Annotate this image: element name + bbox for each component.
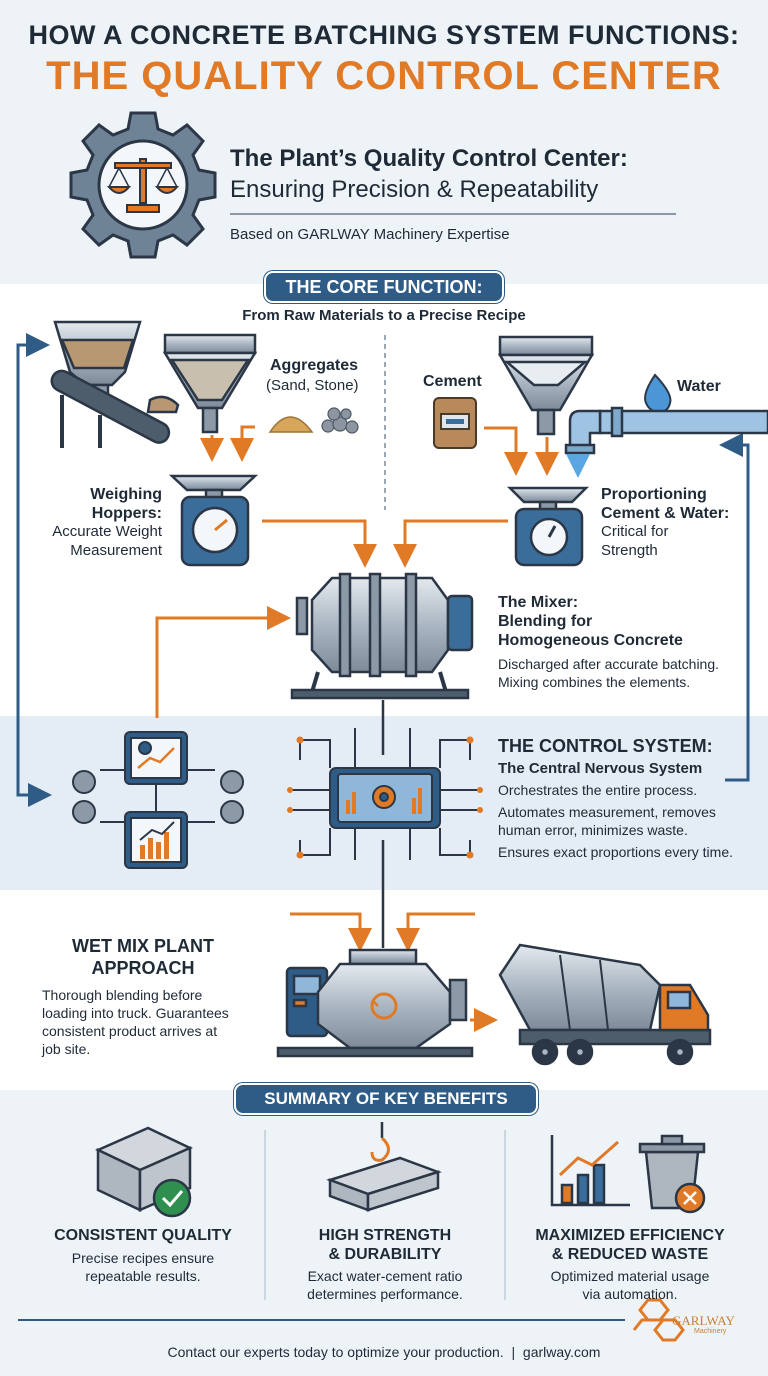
main-title-line1: HOW A CONCRETE BATCHING SYSTEM FUNCTIONS…: [28, 20, 740, 50]
logo-subtext: Machinery: [694, 1328, 727, 1335]
wetmix-desc2: loading into truck. Guarantees: [42, 1005, 229, 1021]
mixer-desc1: Discharged after accurate batching.: [498, 656, 720, 672]
core-function-pill: THE CORE FUNCTION:: [264, 271, 504, 303]
benefit-title-3b: & REDUCED WASTE: [551, 1246, 709, 1263]
benefit-title-2b: & DURABILITY: [328, 1246, 442, 1263]
wetmix-desc4: job site.: [42, 1041, 91, 1057]
chart-trash-icon: [550, 1134, 706, 1214]
benefit-title-2a: HIGH STRENGTH: [318, 1227, 452, 1244]
weighing-desc1: Accurate Weight: [52, 523, 162, 540]
control-line1: Orchestrates the entire process.: [498, 782, 698, 798]
header-source: Based on GARLWAY Machinery Expertise: [230, 226, 510, 243]
wetmix-desc1: Thorough blending before: [42, 987, 203, 1003]
benefit-desc-3b: via automation.: [582, 1286, 678, 1302]
weighing-title1: Weighing: [90, 486, 162, 503]
proportioning-desc2: Strength: [601, 542, 658, 559]
loop-arrow-left: [16, 333, 50, 797]
control-system-icon: [287, 728, 483, 860]
control-title: THE CONTROL SYSTEM:: [498, 736, 713, 756]
water-label: Water: [677, 378, 721, 395]
control-line4: Ensures exact proportions every time.: [498, 844, 733, 860]
mixer-title3: Homogeneous Concrete: [498, 632, 683, 649]
control-subtitle: The Central Nervous System: [498, 760, 703, 777]
benefit-desc-3a: Optimized material usage: [550, 1268, 710, 1284]
loop-arrow-right: [719, 433, 750, 782]
control-line2: Automates measurement, removes: [498, 804, 716, 820]
steel-beam-crane-icon: [326, 1122, 442, 1212]
weighing-title2: Hoppers:: [91, 505, 162, 522]
weighing-scale-left-icon: [168, 474, 259, 567]
aggregates-hopper-icon: [162, 333, 258, 434]
wet-mix-plant-icon: [276, 948, 474, 1058]
mixer-truck-icon: [498, 943, 712, 1066]
water-pipe-icon: [564, 406, 768, 455]
proportioning-title1: Proportioning: [601, 486, 707, 503]
header-divider: [230, 213, 676, 215]
wetmix-title1: WET MIX PLANT: [72, 936, 214, 956]
stone-pile-icon: [321, 407, 359, 434]
cement-hopper-icon: [497, 335, 595, 436]
logo-text: GARLWAY: [672, 1313, 735, 1328]
benefit-title-3a: MAXIMIZED EFFICIENCY: [535, 1227, 725, 1244]
aggregates-sublabel: (Sand, Stone): [266, 377, 359, 394]
footer-contact[interactable]: Contact our experts today to optimize yo…: [167, 1344, 601, 1360]
header-subheading: Ensuring Precision & Repeatability: [230, 176, 599, 203]
weighing-scale-right-icon: [506, 486, 590, 567]
mixer-title1: The Mixer:: [498, 594, 579, 611]
weighing-desc2: Measurement: [70, 542, 162, 559]
benefit-desc-1a: Precise recipes ensure: [71, 1250, 215, 1266]
wetmix-title2: APPROACH: [91, 958, 195, 978]
concrete-cube-check-icon: [94, 1126, 194, 1218]
proportioning-title2: Cement & Water:: [601, 505, 730, 522]
summary-pill: SUMMARY OF KEY BENEFITS: [234, 1083, 538, 1115]
header-heading: The Plant’s Quality Control Center:: [230, 145, 628, 172]
aggregates-label: Aggregates: [270, 357, 359, 374]
cement-label: Cement: [423, 373, 482, 390]
mixer-title2: Blending for: [498, 613, 593, 630]
water-drop-icon: [644, 373, 672, 414]
gear-scale-icon: [69, 111, 217, 259]
control-network-icon: [72, 731, 244, 869]
core-subtitle: From Raw Materials to a Precise Recipe: [242, 307, 526, 324]
benefit-desc-2b: determines performance.: [307, 1286, 463, 1302]
mixer-desc2: Mixing combines the elements.: [498, 674, 691, 690]
proportioning-desc1: Critical for: [601, 523, 669, 540]
garlway-logo-icon: [632, 1298, 685, 1342]
wetmix-desc3: consistent product arrives at: [42, 1023, 218, 1039]
benefit-title-1: CONSISTENT QUALITY: [54, 1227, 232, 1244]
cement-bag-icon: [433, 397, 477, 449]
main-title-line2: THE QUALITY CONTROL CENTER: [46, 54, 722, 98]
mixer-drum-icon: [290, 572, 474, 700]
conveyor-hopper-icon: [50, 320, 180, 448]
control-line3: human error, minimizes waste.: [498, 822, 688, 838]
sand-pile-icon: [268, 416, 314, 433]
benefit-desc-2a: Exact water-cement ratio: [307, 1268, 463, 1284]
benefit-desc-1b: repeatable results.: [85, 1268, 201, 1284]
